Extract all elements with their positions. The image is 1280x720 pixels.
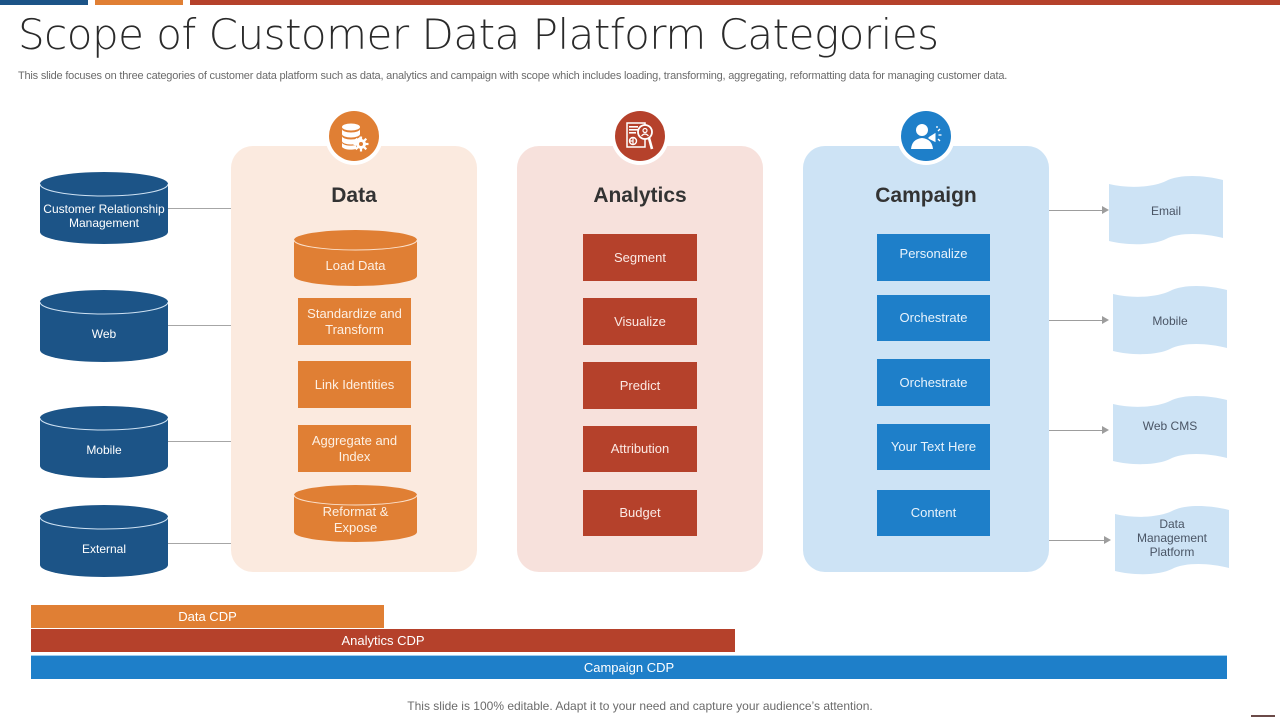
analytics-item-label: Attribution xyxy=(610,441,670,456)
analytics-item-label: Budget xyxy=(619,505,661,520)
data-item-load-data[interactable]: Load Data xyxy=(293,230,418,286)
analytics-item-segment[interactable]: Segment xyxy=(583,234,697,281)
output-mobile[interactable]: Mobile xyxy=(1113,285,1227,357)
arrow-to-web-cms xyxy=(1049,426,1109,434)
top-stripe-orange xyxy=(95,0,183,5)
output-label: Data Management Platform xyxy=(1136,517,1208,559)
panel-title: Campaign xyxy=(875,184,977,207)
arrow-to-mobile xyxy=(1049,316,1109,324)
wave-shape xyxy=(1113,396,1227,465)
data-item-label: Aggregate and Index xyxy=(311,432,398,464)
source-label: External xyxy=(81,542,127,556)
campaign-item-orchestrate-2[interactable]: Orchestrate xyxy=(877,359,990,406)
arrow-to-email xyxy=(1049,206,1109,214)
scope-bar-label: Data CDP xyxy=(178,609,237,624)
cylinder-shape xyxy=(40,290,168,362)
top-stripe-red xyxy=(190,0,1280,5)
connector-line xyxy=(168,325,231,326)
output-label: Email xyxy=(1150,204,1181,218)
data-item-link-identities[interactable]: Link Identities xyxy=(298,361,411,408)
top-stripe-navy xyxy=(0,0,88,5)
output-data-management-platform[interactable]: Data Management Platform xyxy=(1115,505,1229,577)
footer-note: This slide is 100% editable. Adapt it to… xyxy=(407,699,873,713)
analytics-badge xyxy=(611,107,669,165)
source-cylinder-external[interactable]: External xyxy=(40,505,168,577)
scope-bar-analytics-cdp: Analytics CDP xyxy=(31,629,735,652)
connector-line xyxy=(168,441,231,442)
data-item-reformat[interactable]: Reformat & Expose xyxy=(293,485,418,542)
campaign-item-content[interactable]: Content xyxy=(877,490,990,536)
person-megaphone-icon xyxy=(901,111,951,161)
cylinder-shape xyxy=(293,230,418,286)
wave-shape xyxy=(1113,286,1227,355)
source-cylinder-web[interactable]: Web xyxy=(40,290,168,362)
page-title: Scope of Customer Data Platform Categori… xyxy=(18,10,939,59)
scope-bar-label: Campaign CDP xyxy=(583,660,675,675)
analytics-item-label: Predict xyxy=(619,377,661,393)
connector-line xyxy=(168,208,231,209)
panel-title: Data xyxy=(331,184,377,207)
analytics-item-attribution[interactable]: Attribution xyxy=(583,426,697,472)
panel-title: Analytics xyxy=(593,184,687,207)
output-email[interactable]: Email xyxy=(1109,175,1223,247)
data-item-label: Link Identities xyxy=(314,376,395,392)
wave-shape xyxy=(1115,506,1229,575)
output-web-cms[interactable]: Web CMS xyxy=(1113,395,1227,467)
wave-shape xyxy=(1109,176,1223,245)
campaign-item-your-text-here[interactable]: Your Text Here xyxy=(877,424,990,470)
campaign-item-label: Content xyxy=(910,505,957,520)
campaign-item-personalize[interactable]: Personalize xyxy=(877,234,990,281)
scope-bar-campaign-cdp: Campaign CDP xyxy=(31,655,1227,679)
campaign-badge xyxy=(897,107,955,165)
source-label: Web xyxy=(91,327,117,341)
source-cylinder-mobile[interactable]: Mobile xyxy=(40,406,168,478)
campaign-item-label: Personalize xyxy=(899,245,968,261)
data-item-label: Load Data xyxy=(325,258,386,273)
data-item-label: Standardize and Transform xyxy=(307,305,402,337)
analytics-item-visualize[interactable]: Visualize xyxy=(583,298,697,345)
data-badge xyxy=(325,107,383,165)
analytics-item-label: Visualize xyxy=(614,313,666,329)
data-item-label: Reformat & Expose xyxy=(322,503,389,535)
data-item-standardize[interactable]: Standardize and Transform xyxy=(298,298,411,345)
cylinder-shape xyxy=(40,505,168,577)
report-analysis-icon xyxy=(615,111,665,161)
output-label: Web CMS xyxy=(1142,419,1198,433)
scope-bar-data-cdp: Data CDP xyxy=(31,605,384,628)
analytics-item-budget[interactable]: Budget xyxy=(583,490,697,536)
analytics-item-predict[interactable]: Predict xyxy=(583,362,697,409)
campaign-item-label: Orchestrate xyxy=(899,374,968,390)
page-subtitle: This slide focuses on three categories o… xyxy=(18,70,1008,82)
cylinder-shape xyxy=(293,485,418,542)
cylinder-shape xyxy=(40,172,168,244)
arrow-to-dmp xyxy=(1049,536,1111,544)
campaign-item-orchestrate[interactable]: Orchestrate xyxy=(877,295,990,341)
source-label: Customer Relationship Management xyxy=(43,202,165,230)
campaign-item-label: Orchestrate xyxy=(899,310,968,325)
scope-bar-label: Analytics CDP xyxy=(341,633,425,648)
campaign-item-label: Your Text Here xyxy=(890,439,977,454)
corner-mark xyxy=(1251,715,1275,717)
output-label: Mobile xyxy=(1152,314,1188,328)
source-cylinder-crm[interactable]: Customer Relationship Management xyxy=(40,172,168,244)
database-gear-icon xyxy=(329,111,379,161)
source-label: Mobile xyxy=(86,443,122,457)
analytics-item-label: Segment xyxy=(613,249,667,265)
connector-line xyxy=(168,543,231,544)
data-item-aggregate[interactable]: Aggregate and Index xyxy=(298,425,411,472)
cylinder-shape xyxy=(40,406,168,478)
